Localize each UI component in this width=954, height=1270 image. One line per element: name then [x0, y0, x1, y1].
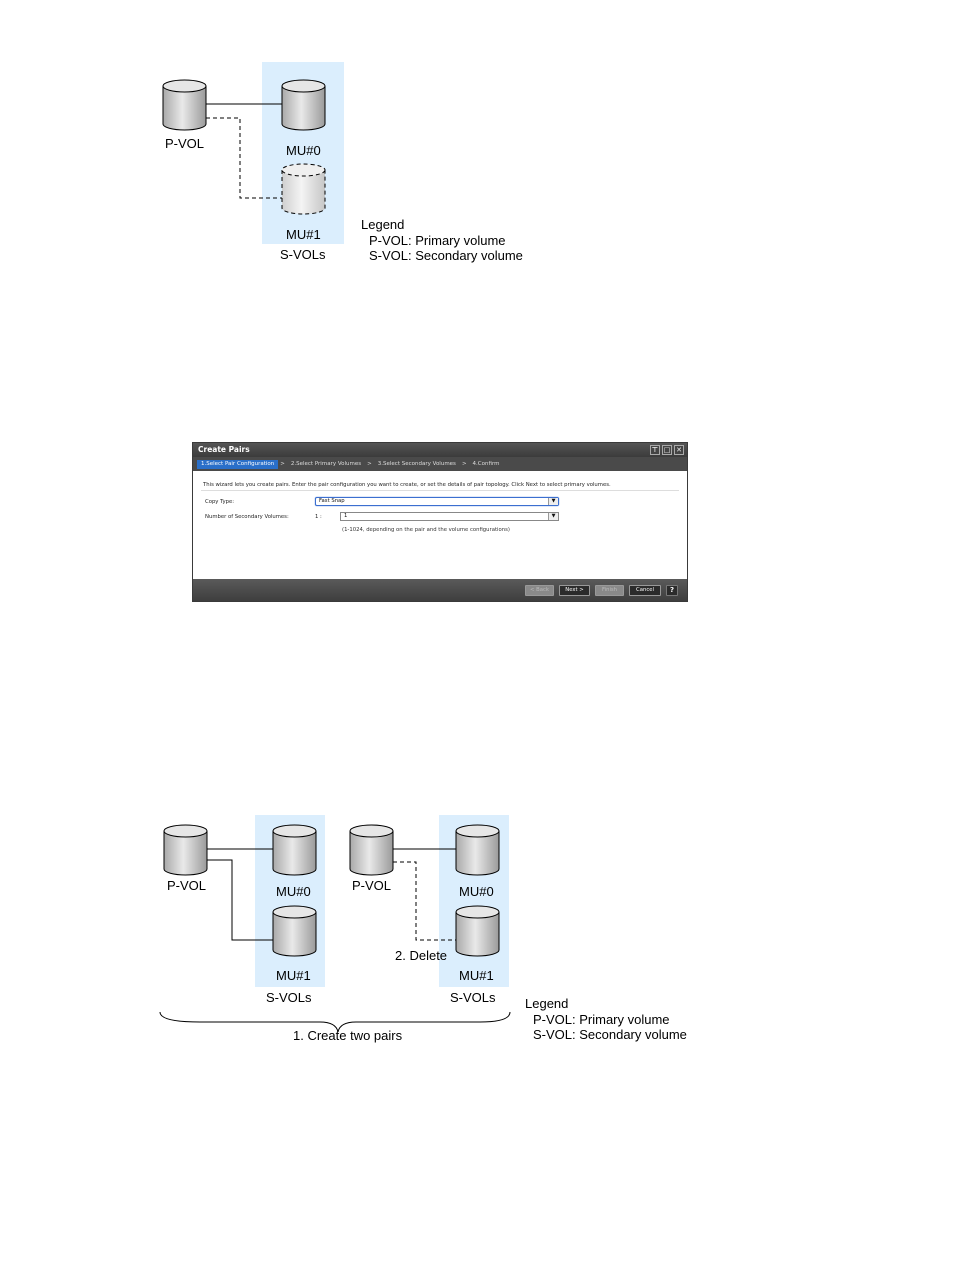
num-svol-select[interactable]: 1 ▼ — [340, 512, 559, 521]
left-pvol-label: P-VOL — [167, 878, 207, 893]
legend-title: Legend — [525, 996, 569, 1011]
right-link-mu1-deleted — [393, 861, 456, 941]
chevron-down-icon: ▼ — [548, 498, 558, 505]
left-mu1-label: MU#1 — [276, 968, 311, 983]
step-select-secondary-volumes: 3.Select Secondary Volumes — [377, 461, 456, 467]
num-svol-value: 1 — [344, 513, 348, 519]
step-select-primary-volumes: 2.Select Primary Volumes — [290, 461, 362, 467]
left-mu1-cylinder — [272, 905, 317, 957]
pvol-cylinder — [162, 79, 207, 131]
right-mu1-label: MU#1 — [459, 968, 494, 983]
divider — [201, 490, 679, 491]
step-select-pair-configuration: 1.Select Pair Configuration — [197, 459, 279, 469]
diagram-2-graphic — [159, 815, 511, 1033]
maximize-icon[interactable]: □ — [662, 445, 672, 455]
brace-label: 1. Create two pairs — [293, 1028, 403, 1043]
left-mu0-label: MU#0 — [276, 884, 311, 899]
pvol-label: P-VOL — [165, 136, 205, 151]
right-svols-label: S-VOLs — [450, 990, 496, 1005]
mu0-cylinder — [281, 79, 326, 131]
num-svol-label: Number of Secondary Volumes: — [205, 514, 289, 520]
close-icon[interactable]: ✕ — [674, 445, 684, 455]
step-separator: > — [280, 461, 285, 467]
num-svol-prefix: 1 : — [315, 514, 322, 520]
right-pvol-label: P-VOL — [352, 878, 392, 893]
mu0-label: MU#0 — [286, 143, 321, 158]
wizard-description: This wizard lets you create pairs. Enter… — [203, 482, 611, 488]
dialog-content: This wizard lets you create pairs. Enter… — [193, 471, 687, 579]
right-mu1-cylinder — [455, 905, 500, 957]
left-pvol-cylinder — [163, 824, 208, 876]
back-button[interactable]: < Back — [525, 585, 554, 596]
help-button[interactable]: ? — [666, 585, 678, 596]
mu1-label: MU#1 — [286, 227, 321, 242]
create-pairs-dialog: Create Pairs ⊤ □ ✕ 1.Select Pair Configu… — [192, 442, 688, 602]
legend-svol: S-VOL: Secondary volume — [369, 248, 523, 263]
legend-pvol: P-VOL: Primary volume — [369, 232, 506, 248]
right-mu0-label: MU#0 — [459, 884, 494, 899]
chevron-down-icon: ▼ — [548, 513, 558, 520]
step-separator: > — [461, 461, 467, 467]
left-link-mu1 — [207, 859, 273, 941]
finish-button[interactable]: Finish — [595, 585, 624, 596]
wizard-steps: 1.Select Pair Configuration > 2.Select P… — [193, 457, 687, 471]
dialog-footer: < Back Next > Finish Cancel ? — [193, 579, 687, 601]
cancel-button[interactable]: Cancel — [629, 585, 661, 596]
copy-type-value: Fast Snap — [319, 498, 345, 504]
step-confirm: 4.Confirm — [472, 461, 500, 467]
left-mu0-cylinder — [272, 824, 317, 876]
copy-type-select[interactable]: Fast Snap ▼ — [315, 497, 559, 506]
right-pvol-cylinder — [349, 824, 394, 876]
legend-2: Legend P-VOL: Primary volume S-VOL: Seco… — [525, 996, 687, 1043]
pair-link-dashed — [206, 117, 282, 199]
diagram-1-graphic — [162, 62, 344, 244]
left-svols-label: S-VOLs — [266, 990, 312, 1005]
num-svol-hint: (1-1024, depending on the pair and the v… — [342, 527, 510, 533]
legend-pvol: P-VOL: Primary volume — [533, 1011, 670, 1027]
legend-svol: S-VOL: Secondary volume — [533, 1027, 687, 1042]
svols-label: S-VOLs — [280, 247, 326, 262]
brace — [159, 1011, 511, 1033]
dialog-titlebar: Create Pairs ⊤ □ ✕ — [193, 443, 687, 457]
legend: Legend P-VOL: Primary volume S-VOL: Seco… — [361, 217, 523, 264]
legend-title: Legend — [361, 217, 405, 232]
next-button[interactable]: Next > — [559, 585, 590, 596]
mu1-cylinder-dashed — [281, 163, 326, 215]
delete-label: 2. Delete — [395, 948, 448, 963]
pin-icon[interactable]: ⊤ — [650, 445, 660, 455]
right-mu0-cylinder — [455, 824, 500, 876]
dialog-title: Create Pairs — [198, 445, 250, 454]
copy-type-label: Copy Type: — [205, 499, 235, 505]
step-separator: > — [367, 461, 372, 467]
